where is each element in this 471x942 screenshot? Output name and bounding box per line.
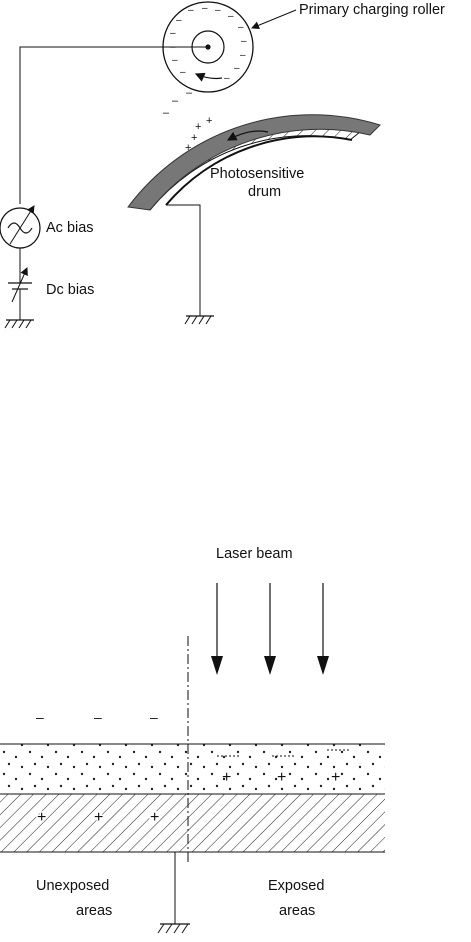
ground-symbol xyxy=(184,315,214,325)
drum-charge-plus: + xyxy=(195,121,201,133)
drum-inner-edge xyxy=(165,135,353,206)
ground-symbol xyxy=(4,319,34,329)
exposed-label-line2: areas xyxy=(279,903,315,919)
surface-charge-minus: – xyxy=(36,709,44,725)
charging-diagram: + + + + – – – – – – – – – – – – – – – – xyxy=(0,1,445,329)
laser-beam-label: Laser beam xyxy=(216,546,293,562)
laser-arrowhead xyxy=(264,656,276,675)
roller-charge-minus: – xyxy=(228,11,234,22)
ground-symbol xyxy=(157,923,190,934)
drum-charge-plus: + xyxy=(185,142,191,154)
drum-label-line2: drum xyxy=(248,184,281,200)
roller-charge-minus: – xyxy=(241,36,247,47)
drum-outer-layer xyxy=(127,114,381,211)
exposed-charge-plus: + xyxy=(331,769,340,786)
roller-charge-minus: – xyxy=(170,28,176,39)
laser-arrowhead xyxy=(211,656,223,675)
roller-charges: – – – – – – – – – – – – – – xyxy=(170,3,247,84)
roller-label: Primary charging roller xyxy=(299,2,445,18)
photosensitive-drum xyxy=(127,114,381,211)
laser-arrowhead xyxy=(317,656,329,675)
ac-bias-source xyxy=(0,205,41,249)
roller-label-pointer xyxy=(251,9,297,30)
base-charge-plus: + xyxy=(150,809,159,826)
base-charge-plus: + xyxy=(37,809,46,826)
roller-charge-minus: – xyxy=(188,5,194,16)
roller-charge-minus: – xyxy=(234,63,240,74)
bias-wire xyxy=(19,46,208,204)
unexposed-label-line1: Unexposed xyxy=(36,878,109,894)
dc-bias-label: Dc bias xyxy=(46,282,94,298)
roller-charge-minus: – xyxy=(240,50,246,61)
drum-charge-minus: – xyxy=(163,107,170,119)
exposed-charges: + + + xyxy=(217,749,350,786)
drum-charge-minus: – xyxy=(172,95,179,107)
roller-charge-minus: – xyxy=(238,22,244,33)
surface-charge-minus: – xyxy=(150,709,158,725)
unexposed-label-line2: areas xyxy=(76,903,112,919)
drum-charge-minus: – xyxy=(186,87,193,99)
roller-charge-minus: – xyxy=(180,67,186,78)
drum-ground-wire xyxy=(166,204,201,316)
exposed-charge-plus: + xyxy=(277,769,286,786)
surface-charge-minus: – xyxy=(94,709,102,725)
conductive-base-layer xyxy=(0,794,385,852)
roller-charge-minus: – xyxy=(172,55,178,66)
roller-charge-minus: – xyxy=(215,5,221,16)
drum-charge-plus: + xyxy=(191,132,197,144)
photoconductive-layer xyxy=(0,744,385,794)
ac-bias-label: Ac bias xyxy=(46,220,94,236)
roller-charge-minus: – xyxy=(176,15,182,26)
laser-beam-arrows xyxy=(211,583,329,675)
drum-rotation-arrow xyxy=(226,130,269,141)
roller-charge-minus: – xyxy=(202,3,208,14)
drum-charge-plus: + xyxy=(206,115,212,127)
drum-label-line1: Photosensitive xyxy=(210,166,304,182)
exposure-diagram: Laser beam – – – + + + xyxy=(0,546,385,934)
roller-rotation-arrow xyxy=(194,72,223,82)
base-charge-plus: + xyxy=(94,809,103,826)
exposed-charge-plus: + xyxy=(222,769,231,786)
roller-charge-minus: – xyxy=(224,73,230,84)
exposed-label-line1: Exposed xyxy=(268,878,324,894)
